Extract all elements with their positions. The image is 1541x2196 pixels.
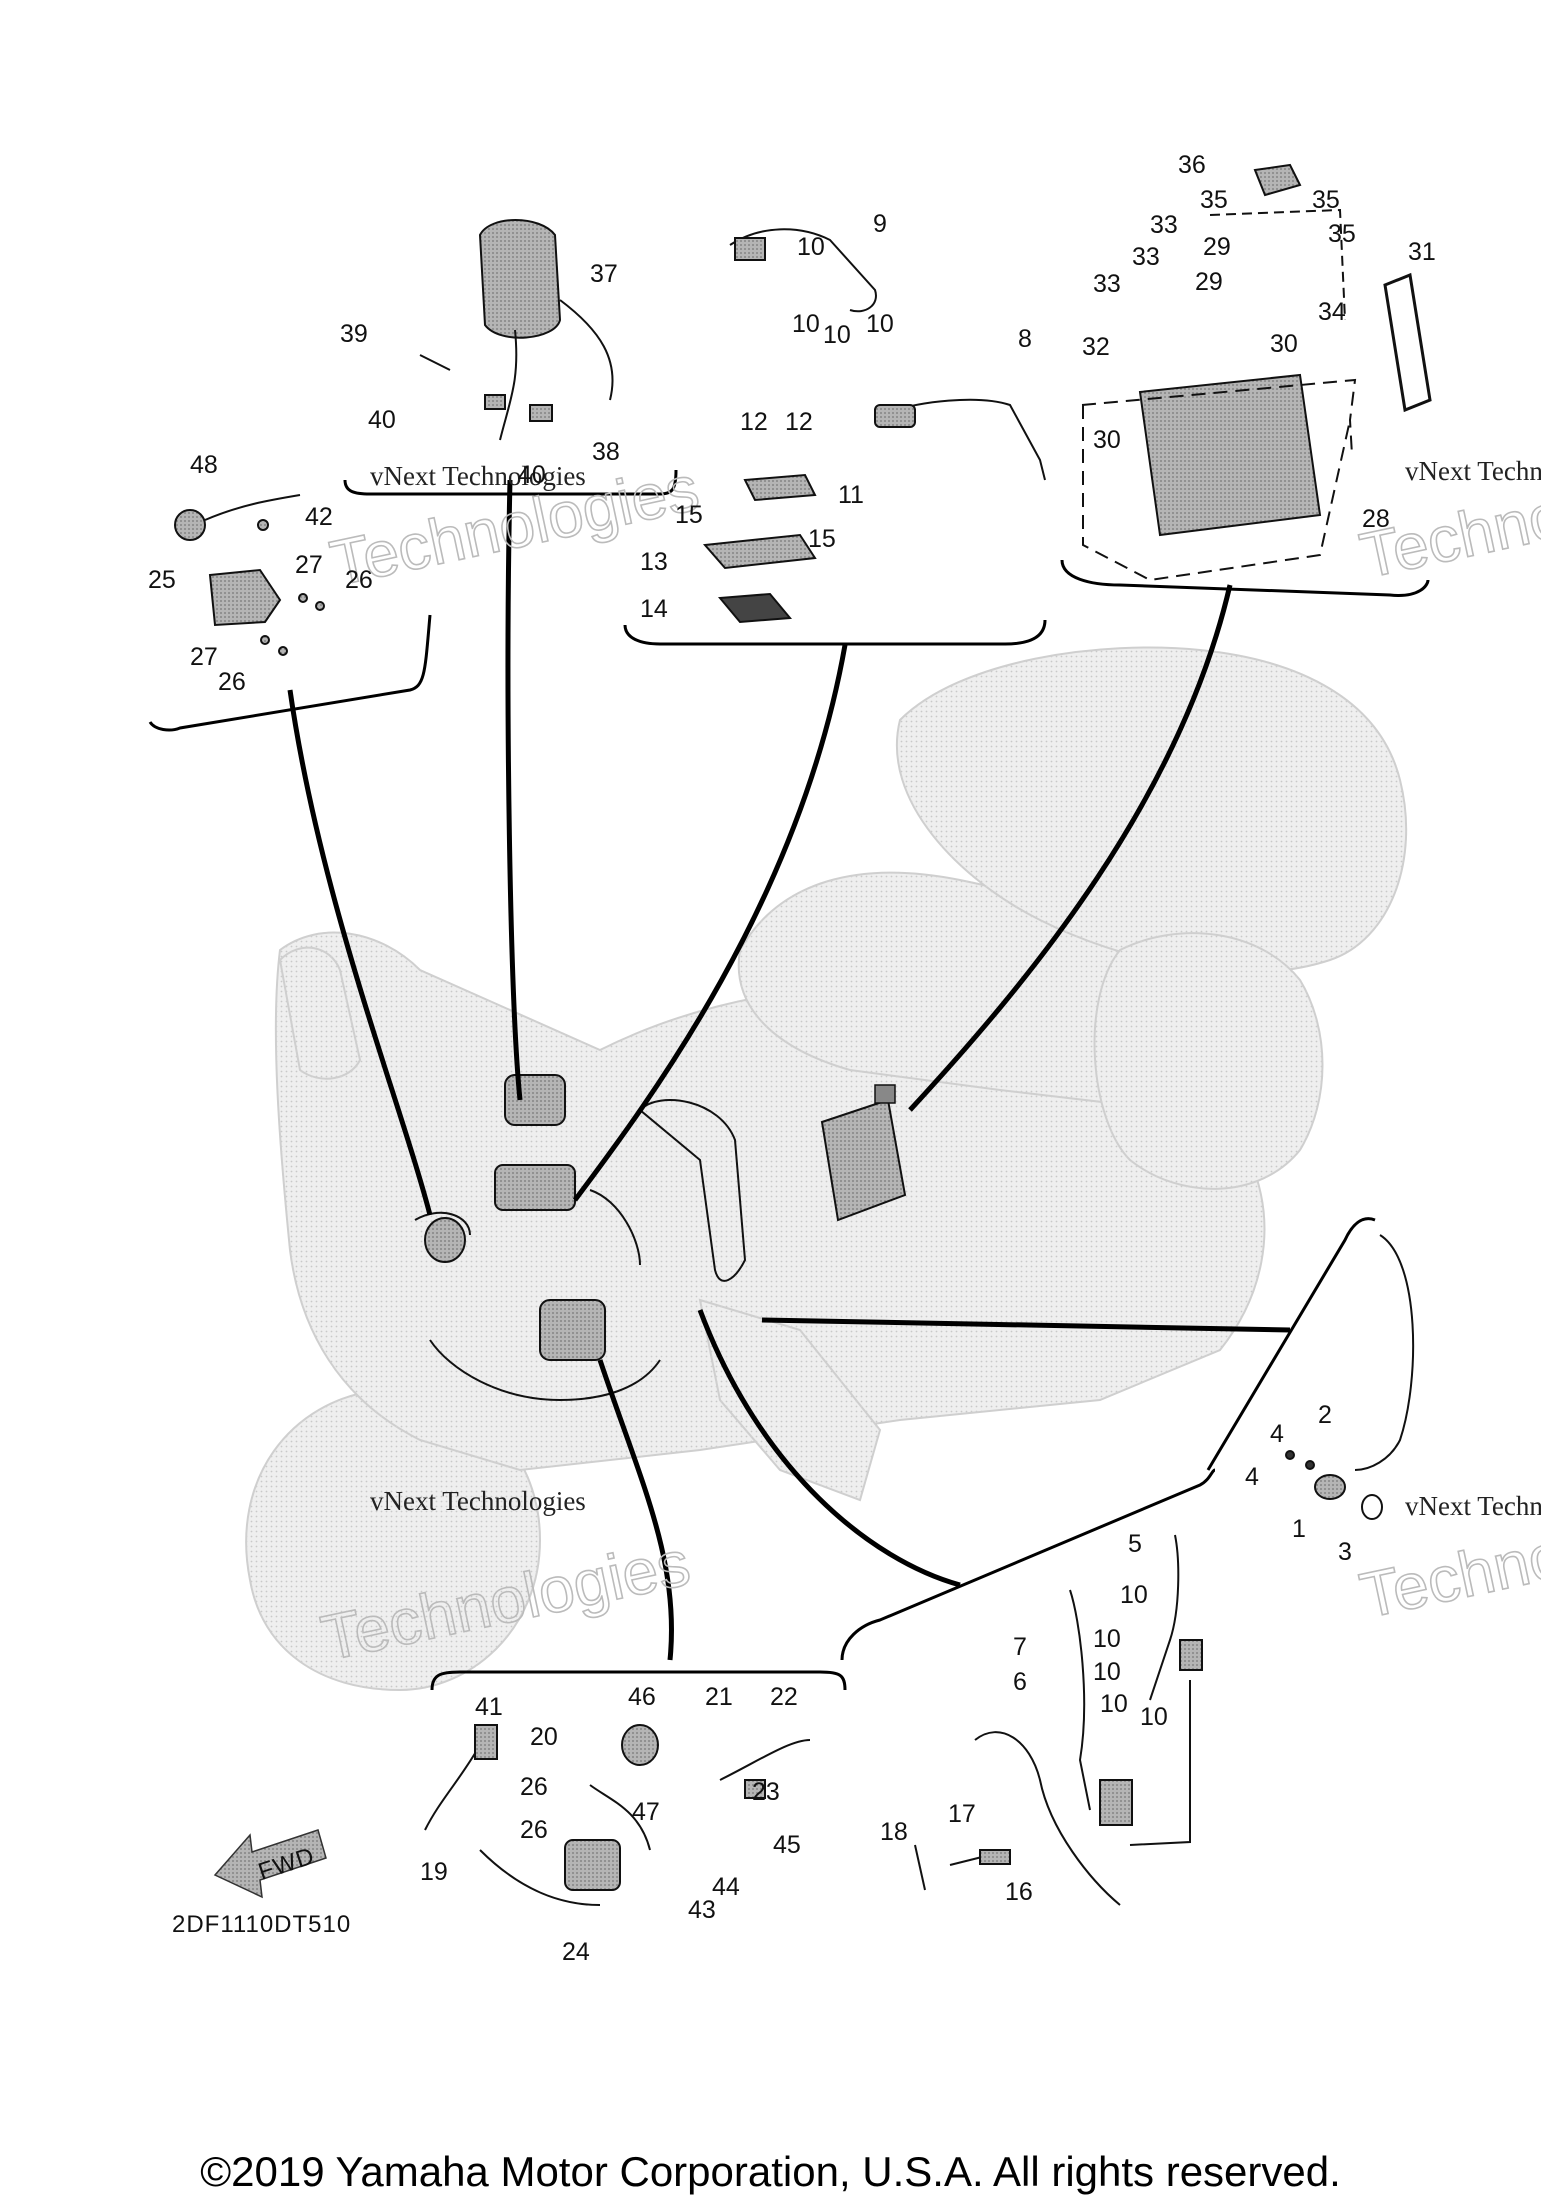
callout: 28 <box>1362 505 1390 533</box>
callout: 33 <box>1093 270 1121 298</box>
callout: 27 <box>190 643 218 671</box>
callout: 9 <box>873 210 887 238</box>
callout: 10 <box>1120 1581 1148 1609</box>
callout: 10 <box>1093 1658 1121 1686</box>
group-sensor-right <box>1285 1234 1415 1520</box>
callout: 10 <box>866 310 894 338</box>
callout: 31 <box>1408 238 1436 266</box>
callout: 12 <box>785 408 813 436</box>
callout: 43 <box>688 1896 716 1924</box>
callout: 4 <box>1245 1463 1259 1491</box>
callout: 41 <box>475 1693 503 1721</box>
callout: 1 <box>1292 1515 1306 1543</box>
callout: 25 <box>148 566 176 594</box>
callout: 15 <box>808 525 836 553</box>
group-harness-center <box>424 1724 811 1906</box>
callout: 10 <box>797 233 825 261</box>
callout: 26 <box>520 1816 548 1844</box>
group-brackets <box>148 469 1430 1691</box>
callout: 44 <box>712 1873 740 1901</box>
callout: 18 <box>880 1818 908 1846</box>
watermark-small: vNext Technologies <box>370 461 586 491</box>
callout: 29 <box>1203 233 1231 261</box>
callout: 40 <box>368 406 396 434</box>
callout: 48 <box>190 451 218 479</box>
callout: 16 <box>1005 1878 1033 1906</box>
forward-direction-arrow: FWD <box>213 1829 327 1899</box>
callout: 14 <box>640 595 668 623</box>
callout: 15 <box>675 501 703 529</box>
callout: 8 <box>1018 325 1032 353</box>
callout: 20 <box>530 1723 558 1751</box>
callout: 10 <box>1100 1690 1128 1718</box>
callout: 39 <box>340 320 368 348</box>
drawing-code: 2DF1110DT510 <box>172 1911 351 1938</box>
callout: 42 <box>305 503 333 531</box>
callout: 35 <box>1200 186 1228 214</box>
motorcycle-ghost-illustration <box>245 646 1408 1692</box>
callout: 32 <box>1082 333 1110 361</box>
battery-on-bike <box>820 1084 907 1222</box>
callout: 10 <box>792 310 820 338</box>
callout: 13 <box>640 548 668 576</box>
callout: 11 <box>838 481 864 509</box>
callout: 21 <box>705 1683 733 1711</box>
callout: 29 <box>1195 268 1223 296</box>
callout: 10 <box>1093 1625 1121 1653</box>
callout: 40 <box>518 461 546 489</box>
callout: 5 <box>1128 1530 1142 1558</box>
callout: 35 <box>1328 220 1356 248</box>
callout: 26 <box>520 1773 548 1801</box>
callout: 33 <box>1132 243 1160 271</box>
callout: 4 <box>1270 1420 1284 1448</box>
callout: 46 <box>628 1683 656 1711</box>
group-actuator <box>419 219 614 441</box>
group-sensor-parts <box>174 494 325 656</box>
callout-labels: 1 2 3 4 4 5 6 7 8 9 10 10 10 10 10 10 10… <box>148 151 1436 1966</box>
callout: 2 <box>1318 1401 1332 1429</box>
callout: 33 <box>1150 211 1178 239</box>
callout: 30 <box>1270 330 1298 358</box>
group-battery <box>1081 163 1432 582</box>
watermark-small: vNext Technologies <box>1405 456 1541 486</box>
callout: 38 <box>592 438 620 466</box>
callout: 3 <box>1338 1538 1352 1566</box>
callout: 27 <box>295 551 323 579</box>
callout: 36 <box>1178 151 1206 179</box>
callout: 47 <box>632 1798 660 1826</box>
callout: 24 <box>562 1938 590 1966</box>
callout: 10 <box>1140 1703 1168 1731</box>
callout: 7 <box>1013 1633 1027 1661</box>
callout: 22 <box>770 1683 798 1711</box>
callout: 10 <box>823 321 851 349</box>
callout: 26 <box>218 668 246 696</box>
group-harness-right <box>914 1534 1203 1906</box>
watermark-small: vNext Technologies <box>1405 1491 1541 1521</box>
callout: 12 <box>740 408 768 436</box>
leader-lines <box>287 479 1291 1661</box>
group-handlebar <box>702 228 1046 624</box>
callout: 17 <box>948 1800 976 1828</box>
callout: 30 <box>1093 426 1121 454</box>
callout: 23 <box>752 1778 780 1806</box>
watermark-small: vNext Technologies <box>370 1486 586 1516</box>
callout: 37 <box>590 260 618 288</box>
callout: 6 <box>1013 1668 1027 1696</box>
callout: 45 <box>773 1831 801 1859</box>
callout: 35 <box>1312 186 1340 214</box>
callout: 26 <box>345 566 373 594</box>
callout: 34 <box>1318 298 1346 326</box>
copyright-notice: ©2019 Yamaha Motor Corporation, U.S.A. A… <box>200 2148 1341 2195</box>
callout: 19 <box>420 1858 448 1886</box>
